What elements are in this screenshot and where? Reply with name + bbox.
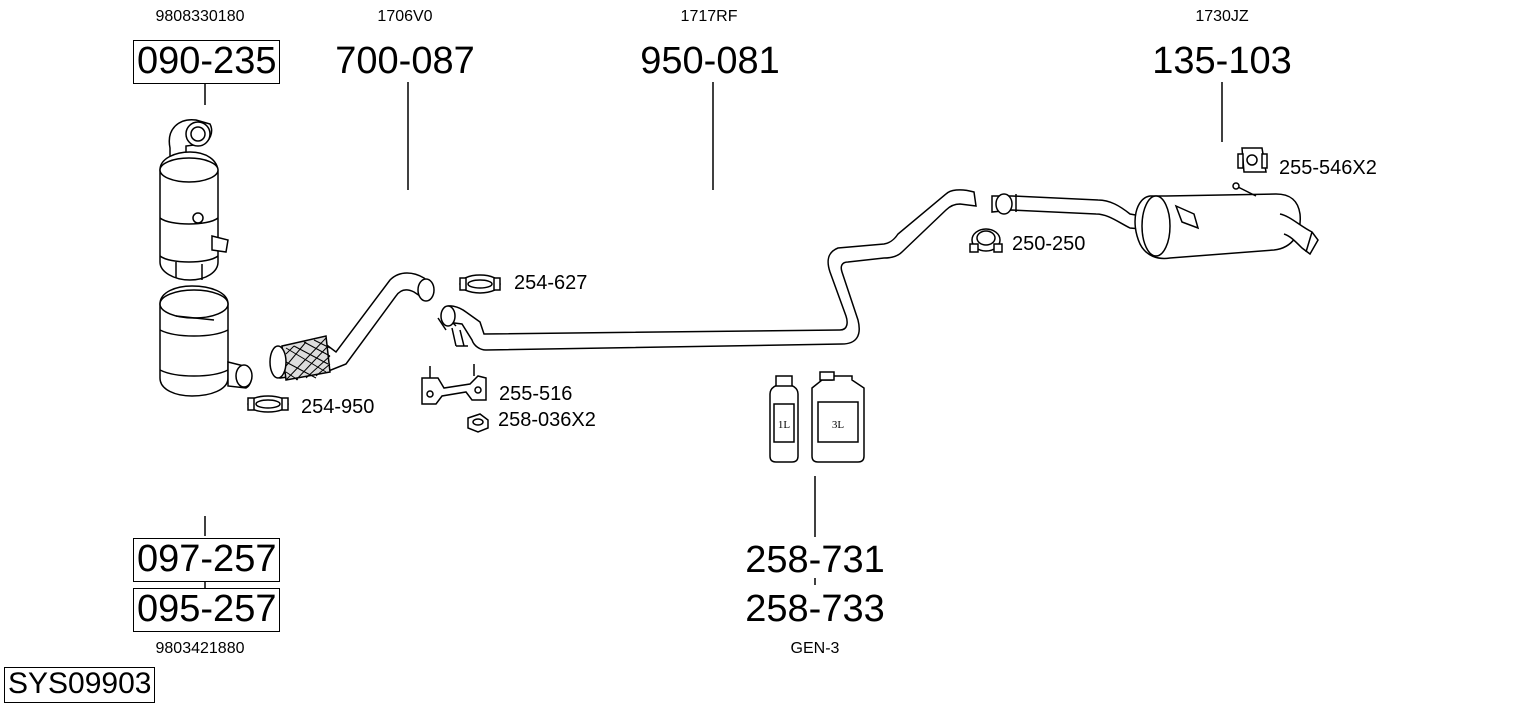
oem-ref-950-081: 1717RF [680,8,738,25]
part-number-097-257[interactable]: 097-257 [133,538,281,582]
accessory-label-250-250[interactable]: 250-250 [1012,233,1086,255]
bracket-255-516-icon [421,364,487,405]
clamp-250-250-icon [969,228,1003,253]
container-large-label: 3L [832,419,845,431]
part-number-258-733[interactable]: 258-733 [745,588,885,630]
part-number-700-087[interactable]: 700-087 [335,40,475,82]
middle-pipe-part [437,189,977,351]
accessory-label-255-546[interactable]: 255-546X2 [1279,157,1377,179]
container-small-label: 1L [778,419,791,431]
catalyst-lower-part [159,285,253,397]
accessory-label-255-516[interactable]: 255-516 [499,383,573,405]
oem-ref-700-087: 1706V0 [377,8,433,25]
oem-ref-258-733: GEN-3 [790,640,840,657]
part-number-095-257[interactable]: 095-257 [133,588,281,632]
paste-containers-part [769,371,865,463]
accessory-label-254-627[interactable]: 254-627 [514,272,588,294]
clamp-254-627-icon [459,274,501,294]
rear-muffler-part [991,182,1319,260]
part-number-950-081[interactable]: 950-081 [640,40,780,82]
oem-ref-090-235: 9808330180 [155,8,245,25]
hanger-255-546-icon [1237,147,1268,173]
accessory-label-254-950[interactable]: 254-950 [301,396,375,418]
front-pipe-part [269,272,435,381]
part-number-135-103[interactable]: 135-103 [1152,40,1292,82]
part-number-090-235[interactable]: 090-235 [133,40,281,84]
clamp-254-950-icon [247,395,289,413]
accessory-label-258-036[interactable]: 258-036X2 [498,409,596,431]
oem-ref-135-103: 1730JZ [1195,8,1249,25]
catalyst-upper-part [159,119,229,281]
part-number-258-731[interactable]: 258-731 [745,539,885,581]
nut-258-036-icon [467,413,489,433]
system-code-label: SYS09903 [4,667,156,703]
oem-ref-095-257: 9803421880 [155,640,245,657]
